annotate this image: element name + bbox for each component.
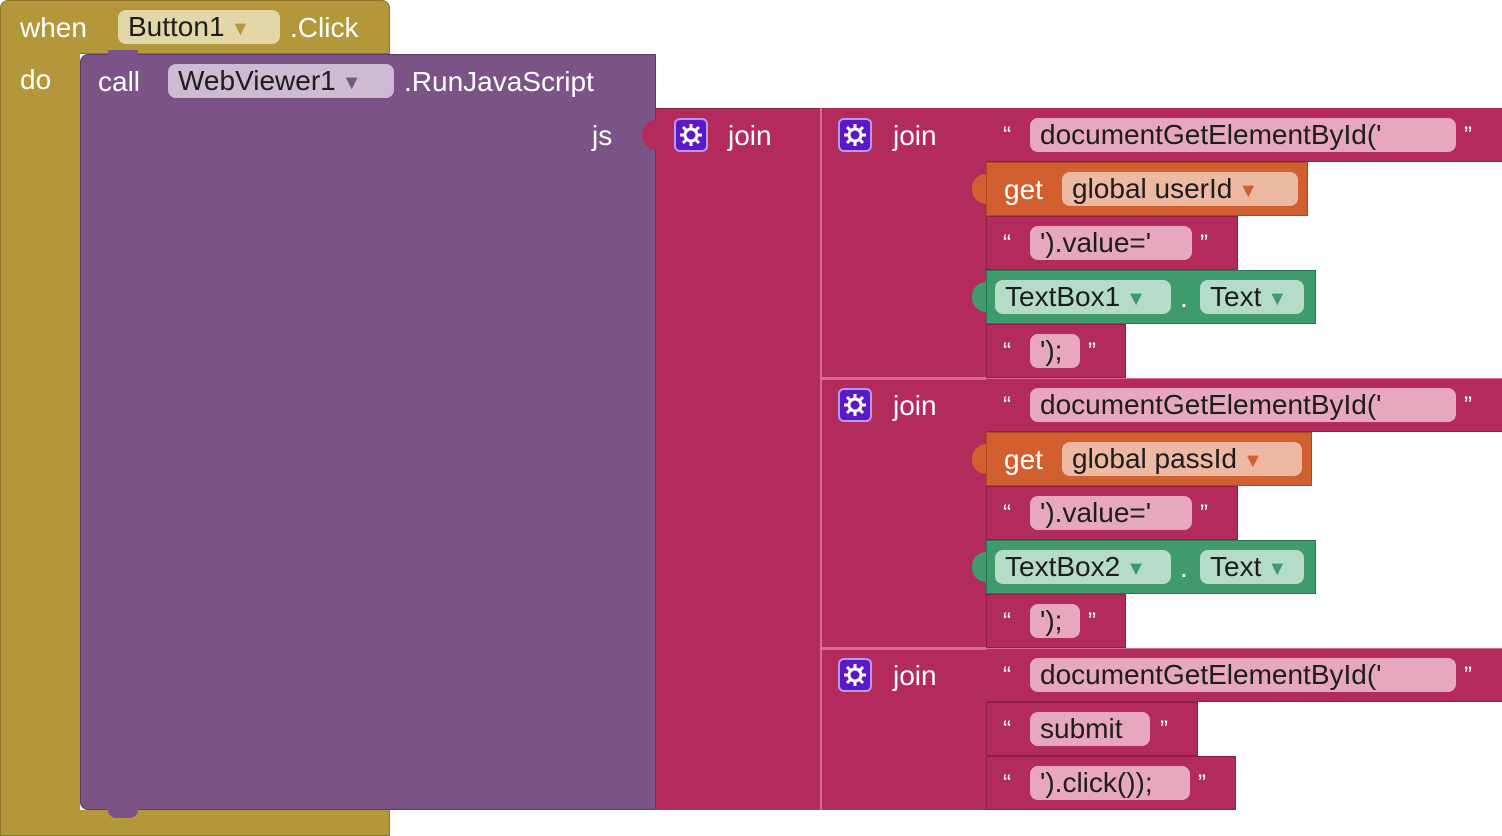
chevron-down-icon: ▼	[1126, 287, 1146, 310]
text-field[interactable]: submit	[1030, 712, 1150, 746]
text-field[interactable]: ');	[1030, 334, 1080, 368]
chevron-down-icon: ▼	[1126, 557, 1146, 580]
join-label[interactable]: join	[893, 660, 937, 691]
property-dropdown[interactable]: Text▼	[1200, 550, 1304, 584]
component-name: TextBox2	[1005, 551, 1121, 582]
call-block[interactable]	[80, 54, 656, 810]
component-name: Button1	[128, 11, 225, 42]
component-dropdown-webviewer1[interactable]: WebViewer1▼	[168, 64, 394, 98]
join-label[interactable]: join	[893, 120, 937, 151]
dot-label: .	[1180, 552, 1188, 583]
chevron-down-icon: ▼	[1267, 287, 1288, 310]
chevron-down-icon: ▼	[230, 17, 251, 40]
call-label: call	[98, 66, 141, 97]
join-column	[820, 108, 986, 810]
method-name: .RunJavaScript	[404, 66, 594, 97]
variable-dropdown[interactable]: global userId▼	[1062, 172, 1298, 206]
when-label: when	[20, 12, 87, 43]
property-name: Text	[1210, 551, 1262, 582]
text-block[interactable]	[986, 324, 1126, 378]
variable-name: global userId	[1072, 173, 1233, 204]
text-field[interactable]: ').value='	[1030, 226, 1192, 260]
property-dropdown[interactable]: Text▼	[1200, 280, 1304, 314]
dot-label: .	[1180, 282, 1188, 313]
chevron-down-icon: ▼	[341, 71, 362, 94]
component-dropdown-textbox2[interactable]: TextBox2▼	[995, 550, 1171, 584]
text-field[interactable]: documentGetElementById('	[1030, 388, 1456, 422]
get-label: get	[1004, 174, 1043, 205]
get-label: get	[1004, 444, 1043, 475]
variable-dropdown[interactable]: global passId▼	[1062, 442, 1302, 476]
chevron-down-icon: ▼	[1238, 179, 1259, 202]
variable-name: global passId	[1072, 443, 1238, 474]
chevron-down-icon: ▼	[1243, 449, 1263, 472]
component-dropdown-textbox1[interactable]: TextBox1▼	[995, 280, 1171, 314]
property-name: Text	[1210, 281, 1262, 312]
join-label[interactable]: join	[893, 390, 937, 421]
event-name: .Click	[290, 12, 359, 43]
text-field[interactable]: documentGetElementById('	[1030, 118, 1456, 152]
component-name: WebViewer1	[178, 65, 336, 96]
gear-icon[interactable]	[838, 118, 872, 152]
gear-icon[interactable]	[674, 118, 708, 152]
js-param-label: js	[592, 120, 613, 151]
text-field[interactable]: documentGetElementById('	[1030, 658, 1456, 692]
component-name: TextBox1	[1005, 281, 1121, 312]
component-dropdown-button1[interactable]: Button1▼	[118, 10, 280, 44]
text-field[interactable]: ').click());	[1030, 766, 1190, 800]
chevron-down-icon: ▼	[1267, 557, 1288, 580]
text-field[interactable]: ');	[1030, 604, 1080, 638]
join-block-outer[interactable]	[656, 108, 822, 810]
text-field[interactable]: ').value='	[1030, 496, 1192, 530]
do-label: do	[20, 64, 52, 95]
gear-icon[interactable]	[838, 388, 872, 422]
gear-icon[interactable]	[838, 658, 872, 692]
join-label: join	[728, 120, 772, 151]
